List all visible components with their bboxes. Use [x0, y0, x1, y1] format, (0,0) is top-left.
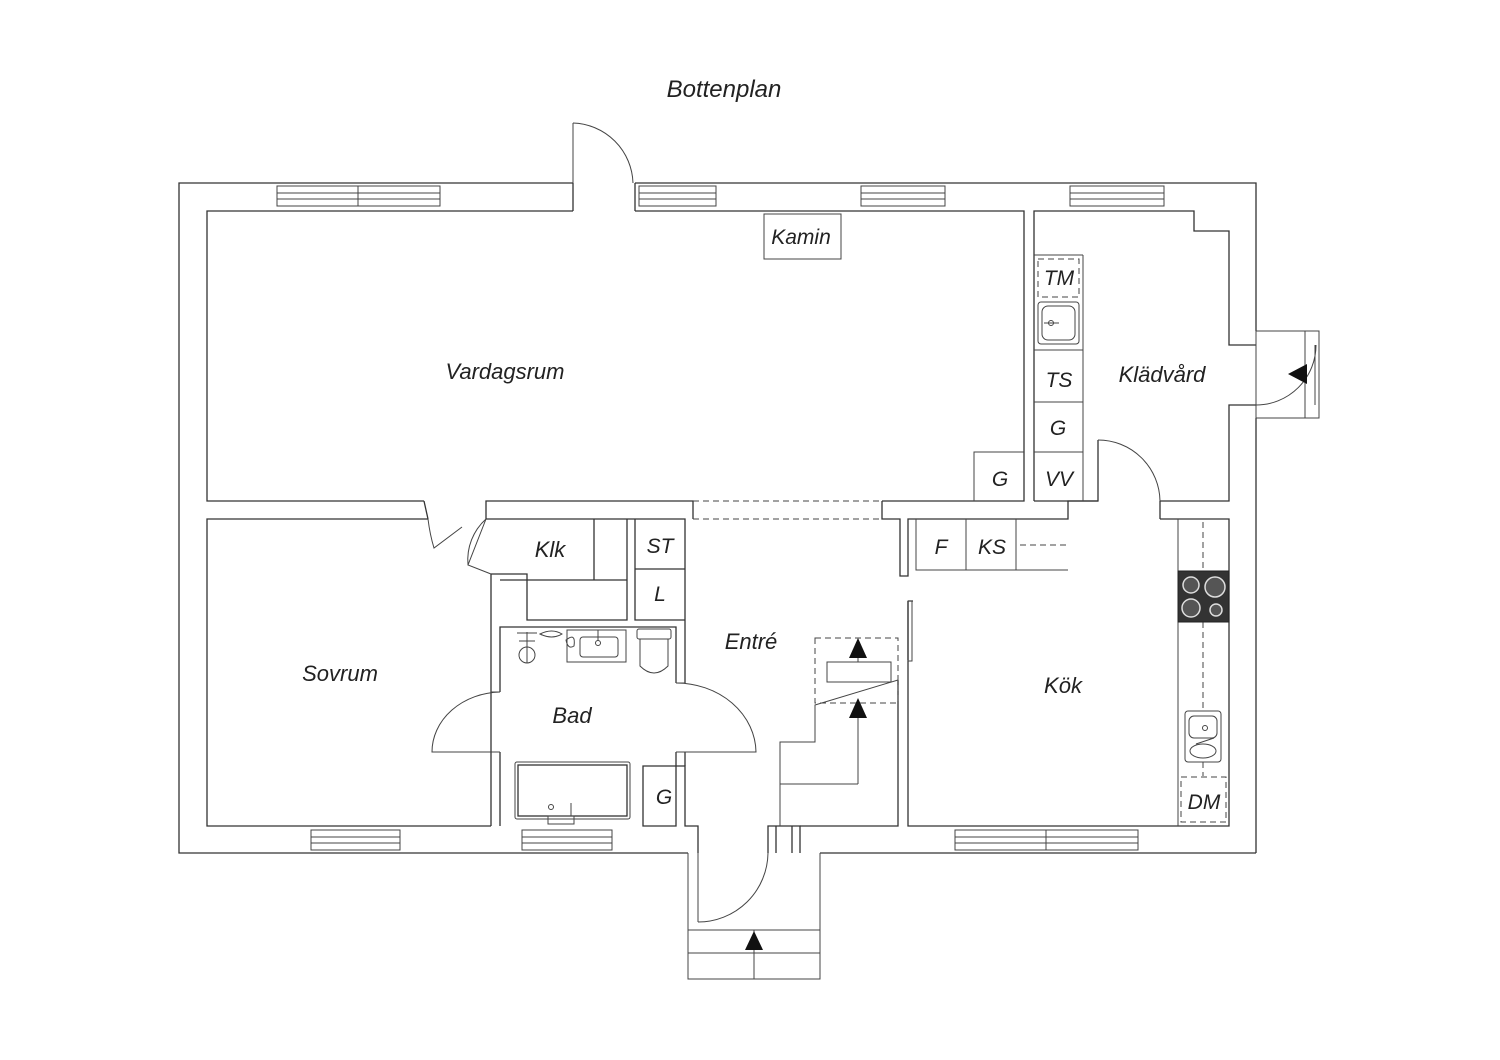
bathroom-fixtures [514, 628, 672, 825]
outer-walls [178, 182, 1257, 854]
room-label-sovrum: Sovrum [302, 661, 378, 686]
entrance-steps [687, 853, 821, 980]
room-label-kladvard: Klädvård [1119, 362, 1207, 387]
ks-label: KS [978, 536, 1006, 559]
vv-label: VV [1045, 468, 1075, 491]
g-entre-label: G [656, 786, 672, 809]
plan-title: Bottenplan [667, 76, 782, 103]
room-label-entre: Entré [725, 629, 778, 654]
room-label-bad: Bad [552, 703, 592, 728]
g-livingroom-label: G [992, 468, 1008, 491]
f-label: F [935, 536, 949, 559]
kitchen-fixtures [915, 519, 1230, 826]
fireplace [763, 213, 842, 260]
windows [276, 185, 1165, 851]
g-laundry-label: G [1050, 417, 1066, 440]
l-label: L [654, 583, 666, 606]
staircase [779, 637, 899, 826]
ts-label: TS [1046, 369, 1073, 392]
dm-label: DM [1188, 791, 1221, 814]
laundry-fixtures [973, 254, 1084, 501]
room-label-vardagsrum: Vardagsrum [445, 359, 564, 384]
doors [427, 122, 1320, 923]
interior-walls [423, 440, 1161, 853]
tm-label: TM [1044, 267, 1075, 290]
kamin-label: Kamin [771, 226, 831, 249]
st-label: ST [647, 535, 676, 558]
room-label-kok: Kök [1044, 673, 1083, 698]
room-label-klk: Klk [535, 537, 567, 562]
